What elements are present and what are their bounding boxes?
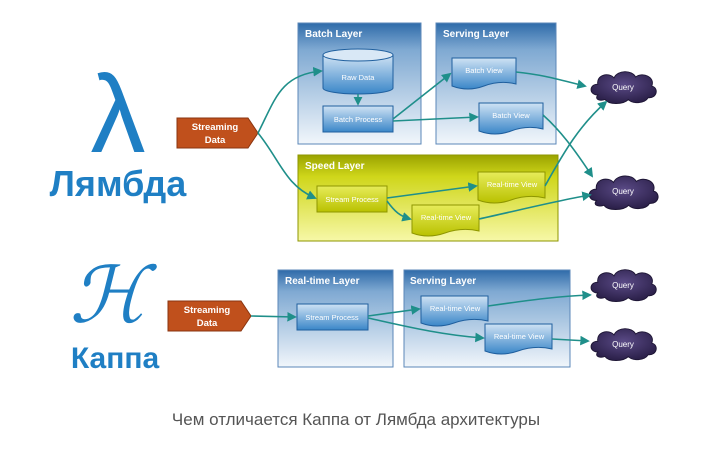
lambda-query-2-label: Query — [612, 187, 634, 196]
kappa-realtime-view-1: Real-time View — [420, 295, 489, 327]
raw-data-label: Raw Data — [342, 73, 376, 82]
lambda-batch-view-2: Batch View — [478, 102, 544, 135]
kappa-arrows — [250, 290, 592, 346]
lambda-label: Лямбда — [50, 163, 188, 204]
kappa-query-2: Query — [590, 328, 657, 361]
speed-layer: Speed Layer Stream Process Real-time Vie… — [297, 154, 559, 242]
kappa-stream-process-box: Stream Process — [296, 303, 369, 331]
lambda-input-line1: Streaming — [192, 122, 239, 133]
kappa-streaming-data-input: Streaming Data — [167, 300, 252, 332]
raw-data-cylinder: Raw Data — [322, 48, 394, 95]
lambda-realtime-view-1: Real-time View — [477, 171, 546, 204]
kappa-input-line1: Streaming — [184, 305, 231, 316]
lambda-realtime-view-2-label: Real-time View — [421, 213, 472, 222]
lambda-symbol: λ — [91, 53, 146, 176]
kappa-realtime-view-1-label: Real-time View — [430, 304, 481, 313]
lambda-query-1-label: Query — [612, 83, 634, 92]
lambda-serving-layer-title: Serving Layer — [443, 29, 509, 40]
lambda-arrows — [257, 66, 608, 222]
kappa-symbol: ℋ — [69, 251, 157, 339]
kappa-realtime-layer-title: Real-time Layer — [285, 276, 360, 287]
batch-process-label: Batch Process — [334, 115, 383, 124]
lambda-batch-view-1-label: Batch View — [465, 66, 503, 75]
kappa-realtime-view-2-label: Real-time View — [494, 332, 545, 341]
kappa-label: Каппа — [71, 342, 160, 375]
kappa-stream-process-label: Stream Process — [305, 313, 359, 322]
lambda-batch-view-1: Batch View — [451, 57, 517, 90]
lambda-serving-layer: Serving Layer Batch View Batch View — [435, 22, 557, 145]
kappa-input-line2: Data — [197, 318, 218, 329]
lambda-stream-process-box: Stream Process — [316, 185, 388, 213]
kappa-realtime-layer: Real-time Layer Stream Process — [277, 269, 394, 368]
lambda-batch-view-2-label: Batch View — [492, 111, 530, 120]
batch-process-box: Batch Process — [322, 105, 394, 133]
caption: Чем отличается Каппа от Лямбда архитекту… — [172, 410, 540, 429]
lambda-query-2: Query — [588, 175, 659, 210]
lambda-realtime-view-1-label: Real-time View — [487, 180, 538, 189]
kappa-query-1: Query — [590, 269, 657, 302]
kappa-query-2-label: Query — [612, 340, 634, 349]
batch-layer-title: Batch Layer — [305, 29, 362, 40]
lambda-query-1: Query — [590, 71, 657, 104]
kappa-query-1-label: Query — [612, 281, 634, 290]
lambda-streaming-data-input: Streaming Data — [176, 117, 259, 149]
kappa-serving-layer: Serving Layer Real-time View Real-time V… — [403, 269, 571, 368]
kappa-serving-layer-title: Serving Layer — [410, 276, 476, 287]
lambda-realtime-view-2: Real-time View — [411, 204, 480, 237]
lambda-input-line2: Data — [205, 135, 226, 146]
lambda-stream-process-label: Stream Process — [325, 195, 379, 204]
batch-layer: Batch Layer Raw Data Batch Process — [297, 22, 422, 145]
speed-layer-title: Speed Layer — [305, 161, 365, 172]
kappa-realtime-view-2: Real-time View — [484, 323, 553, 355]
